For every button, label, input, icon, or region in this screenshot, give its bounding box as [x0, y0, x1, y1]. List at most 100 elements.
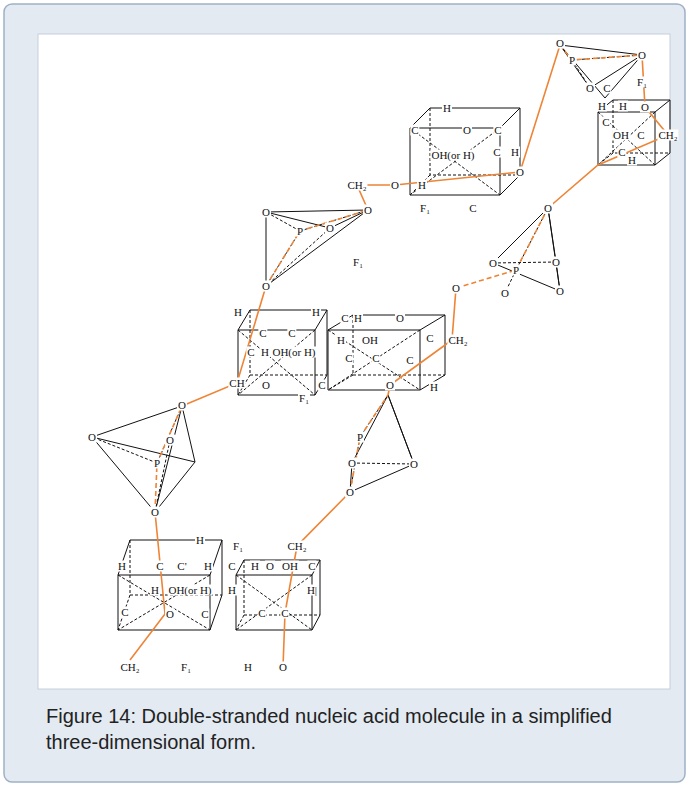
atom-label: H — [353, 313, 363, 324]
atom-label: O — [177, 400, 187, 411]
figure-ground — [38, 34, 670, 689]
atom-label: F₁ — [636, 77, 648, 88]
atom-label: O — [345, 487, 355, 498]
atom-label: CH₂ — [657, 130, 678, 141]
atom-label: OH — [281, 561, 299, 572]
atom-label: C — [317, 380, 326, 391]
atom-label: C — [307, 561, 316, 572]
atom-label: O — [363, 205, 373, 216]
atom-label: O — [409, 459, 419, 470]
atom-label: C — [468, 203, 477, 214]
atom-label: P — [512, 265, 520, 276]
atom-label: O — [488, 258, 498, 269]
atom-label: C — [258, 328, 267, 339]
atom-label: O — [640, 102, 650, 113]
atom-label: O — [555, 286, 565, 297]
atom-label: OH — [361, 335, 379, 346]
atom-label: O — [551, 257, 561, 268]
phosphate-tetrahedra — [92, 45, 642, 512]
atom-label: C — [227, 561, 236, 572]
atom-label: H — [227, 585, 237, 596]
atom-label: OH(or H) — [430, 150, 475, 161]
atom-label: H — [442, 103, 452, 114]
atom-label: CH₂ — [286, 541, 307, 552]
atom-label: H — [250, 561, 260, 572]
atom-label: H — [618, 101, 628, 112]
atom-label: F₁ — [232, 541, 244, 552]
atom-label: O — [451, 283, 461, 294]
atom-label: H — [117, 561, 127, 572]
atom-label: CH₂ — [346, 180, 367, 191]
atom-label: O — [500, 288, 510, 299]
atom-label: P — [153, 458, 161, 469]
atom-label: C — [200, 609, 209, 620]
atom-label: C — [246, 347, 255, 358]
atom-label: O — [261, 281, 271, 292]
atom-label: O — [278, 662, 288, 673]
atom-label: O — [555, 38, 565, 49]
atom-label: O — [165, 609, 175, 620]
atom-label: H — [150, 585, 160, 596]
atom-label: C — [371, 353, 380, 364]
atom-label: O — [87, 432, 97, 443]
atom-label: O — [325, 223, 335, 234]
atom-label: H — [311, 307, 321, 318]
atom-label: O — [261, 207, 271, 218]
atom-label: F₁ — [298, 393, 310, 404]
atom-label: H — [203, 561, 213, 572]
atom-label: C — [636, 130, 645, 141]
atom-label: OH(or H) — [167, 585, 212, 596]
atom-label: O — [385, 380, 395, 391]
atom-label: F₁ — [419, 203, 431, 214]
atom-label: O — [265, 561, 275, 572]
atom-label: C — [493, 125, 502, 136]
atom-label: C — [280, 608, 289, 619]
atom-label: O — [347, 458, 357, 469]
atom-label: C — [287, 328, 296, 339]
atom-label: P — [356, 432, 364, 443]
atom-label: P — [568, 55, 576, 66]
atom-label: C — [602, 83, 611, 94]
atom-label: C — [257, 608, 266, 619]
atom-label: O — [462, 125, 472, 136]
atom-label: H — [260, 347, 270, 358]
atom-label: C — [492, 147, 501, 158]
atom-label: H — [627, 155, 637, 166]
atom-label: C' — [176, 561, 187, 572]
atom-label: OH(or H) — [271, 347, 316, 358]
atom-label: O — [390, 180, 400, 191]
atom-label: F₁ — [180, 662, 192, 673]
atom-label: CH — [228, 378, 245, 389]
atom-label: C — [601, 117, 610, 128]
sugar-cubes — [118, 100, 670, 630]
atom-label: H| — [306, 585, 318, 596]
atom-label: H — [417, 180, 427, 191]
atom-label: O — [165, 435, 175, 446]
atom-label: O — [395, 313, 405, 324]
atom-label: O — [543, 203, 553, 214]
atom-label: CH₂ — [447, 335, 468, 346]
figure-caption: Figure 14: Double-stranded nucleic acid … — [46, 703, 658, 755]
panel-ground — [4, 4, 685, 782]
atom-label: H — [243, 662, 253, 673]
atom-label: CH₂ — [119, 662, 140, 673]
atom-label: C — [155, 561, 164, 572]
atom-label: H — [336, 335, 346, 346]
atom-label: O — [585, 83, 595, 94]
atom-label: C — [120, 607, 129, 618]
atom-label: C — [617, 147, 626, 158]
atom-label: C — [405, 355, 414, 366]
atom-label: H — [429, 382, 439, 393]
atom-label: H — [597, 101, 607, 112]
atom-label: C — [425, 333, 434, 344]
atom-label: O — [261, 380, 271, 391]
atom-label: H — [510, 147, 520, 158]
atom-label: F₁ — [352, 257, 364, 268]
atom-label: H — [233, 307, 243, 318]
atom-label: O — [150, 507, 160, 518]
atom-label: C — [410, 125, 419, 136]
atom-label: C — [340, 313, 349, 324]
atom-label: OH — [612, 130, 630, 141]
